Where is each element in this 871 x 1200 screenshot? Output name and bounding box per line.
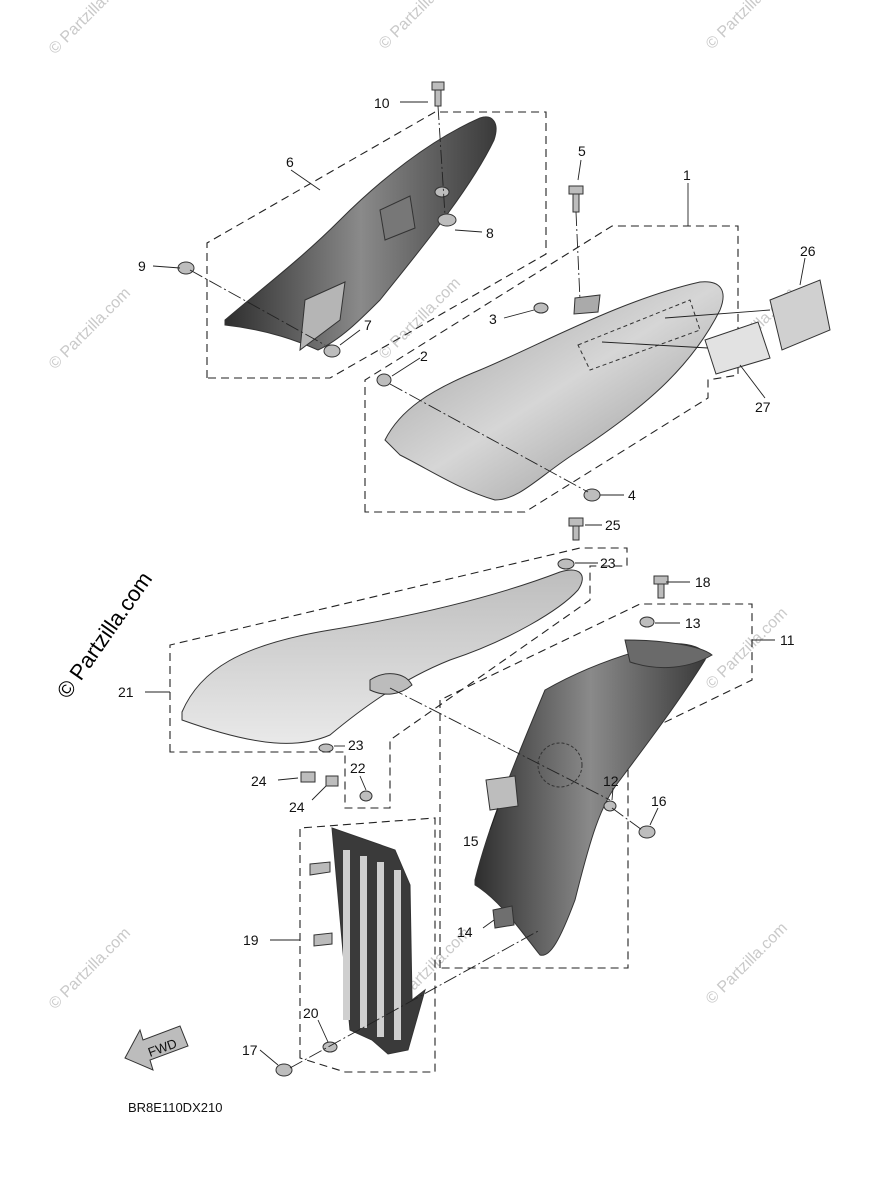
watermark: © Partzilla.com [46,925,134,1013]
callout-9[interactable]: 9 [138,258,146,274]
grommet-2-icon[interactable] [376,373,392,387]
callout-26[interactable]: 26 [800,243,816,259]
callout-1[interactable]: 1 [683,167,691,183]
callout-24[interactable]: 24 [289,799,305,815]
callout-5[interactable]: 5 [578,143,586,159]
washer-13-icon[interactable] [639,616,655,628]
part-27-label[interactable] [704,321,771,375]
callout-12[interactable]: 12 [603,773,619,789]
part-1-side-panel[interactable] [364,225,739,513]
part-14-pad[interactable] [492,905,515,929]
bolt-10-icon[interactable] [431,81,445,107]
watermark-large: © Partzilla.com [52,567,158,703]
callout-20[interactable]: 20 [303,1005,319,1021]
callout-22[interactable]: 22 [350,760,366,776]
nut-7-icon[interactable] [323,344,341,358]
callout-16[interactable]: 16 [651,793,667,809]
callout-3[interactable]: 3 [489,311,497,327]
bolt-5-icon[interactable] [568,185,584,213]
part-15-pad[interactable] [485,775,519,811]
part-21-shroud[interactable] [169,547,628,809]
callout-4[interactable]: 4 [628,487,636,503]
watermark: © Partzilla.com [46,285,134,373]
diagram-code: BR8E110DX210 [128,1100,222,1115]
callout-23[interactable]: 23 [348,737,364,753]
watermark: © Partzilla.com [703,0,791,53]
nut-3-icon[interactable] [533,302,549,314]
bolt-25-icon[interactable] [568,517,584,541]
leader-lines [145,101,806,1069]
bolt-16-icon[interactable] [638,825,656,839]
callout-10[interactable]: 10 [374,95,390,111]
callout-14[interactable]: 14 [457,924,473,940]
callout-27[interactable]: 27 [755,399,771,415]
bolt-17-icon[interactable] [275,1063,293,1077]
clip-24-icon[interactable] [300,771,316,783]
callout-15[interactable]: 15 [463,833,479,849]
watermark: © Partzilla.com [376,0,464,53]
part-26-label[interactable] [769,279,831,351]
callout-13[interactable]: 13 [685,615,701,631]
clip-22-icon[interactable] [359,790,373,802]
part-19-grille[interactable] [299,817,436,1073]
washer-23-icon[interactable] [318,743,334,753]
callout-23[interactable]: 23 [600,555,616,571]
callout-6[interactable]: 6 [286,154,294,170]
callout-18[interactable]: 18 [695,574,711,590]
washer-23-icon[interactable] [557,558,575,570]
watermark: © Partzilla.com [703,605,791,693]
watermark: © Partzilla.com [46,0,134,58]
part-6-cover[interactable] [206,111,547,379]
washer-icon [434,186,450,198]
callout-8[interactable]: 8 [486,225,494,241]
callout-24[interactable]: 24 [251,773,267,789]
nut-8-icon[interactable] [437,213,457,227]
callout-7[interactable]: 7 [364,317,372,333]
callout-labels: 10 6 8 9 7 5 1 3 2 4 26 27 25 23 18 13 1… [118,95,816,1058]
part-11-shroud[interactable] [439,603,753,969]
grille-slats [343,850,401,1040]
nut-9-icon[interactable] [177,261,195,275]
fwd-arrow-icon: FWD [124,1025,189,1071]
callout-11[interactable]: 11 [780,632,795,648]
clip-24-icon[interactable] [325,775,339,787]
callout-21[interactable]: 21 [118,684,134,700]
bolt-18-icon[interactable] [653,575,669,599]
callout-19[interactable]: 19 [243,932,259,948]
callout-2[interactable]: 2 [420,348,428,364]
callout-25[interactable]: 25 [605,517,621,533]
callout-17[interactable]: 17 [242,1042,258,1058]
watermark: © Partzilla.com [703,920,791,1008]
